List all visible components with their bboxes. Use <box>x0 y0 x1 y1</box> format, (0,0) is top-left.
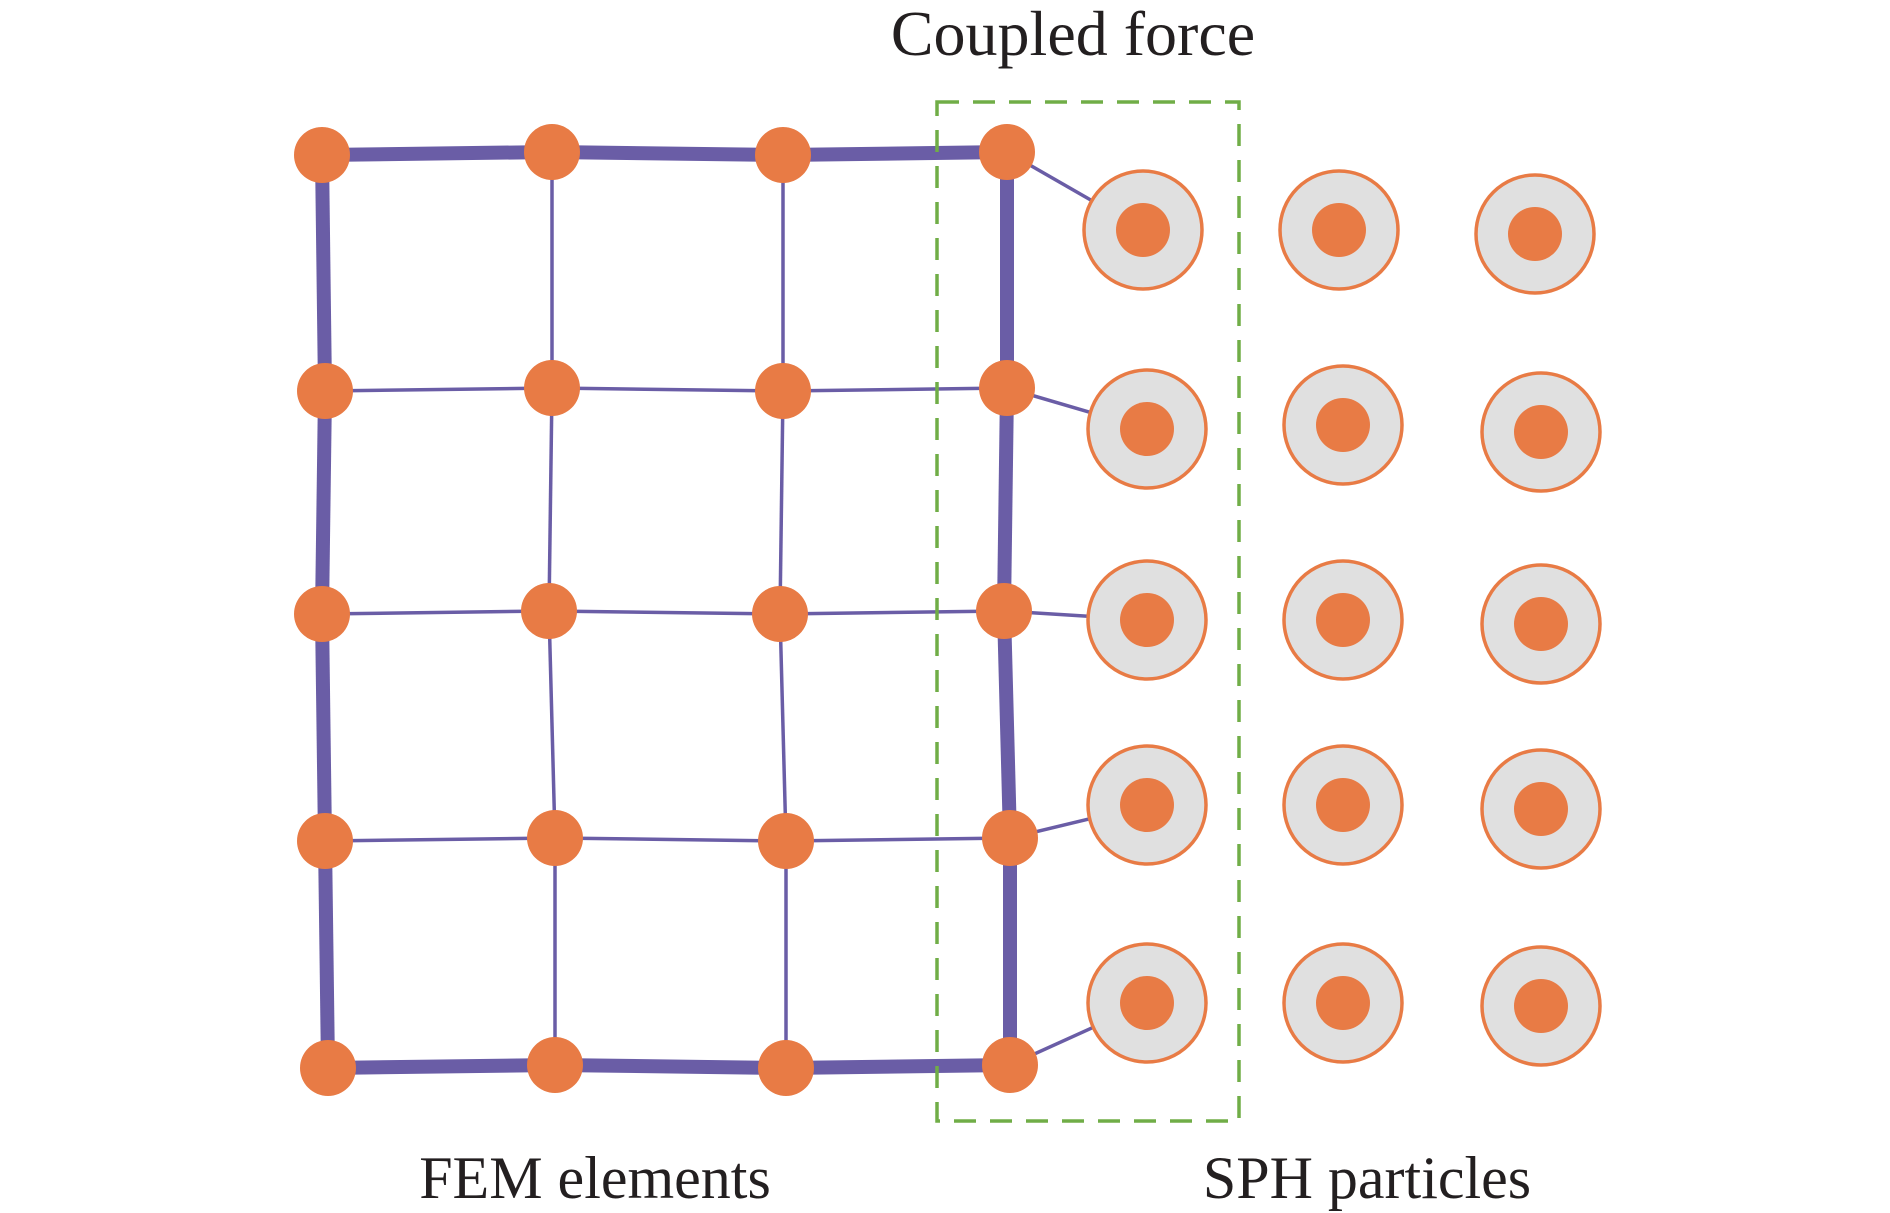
sph-particle <box>1282 364 1404 486</box>
sph-particle <box>1282 744 1404 866</box>
mesh-edge-horizontal <box>551 386 784 393</box>
mesh-edge-horizontal <box>554 836 787 843</box>
sph-particle <box>1282 942 1404 1064</box>
sph-particle-core <box>1316 593 1370 647</box>
sph-particle-core <box>1316 778 1370 832</box>
fem-node <box>297 363 353 419</box>
fem-node-group <box>294 124 1038 1096</box>
fem-node <box>758 1040 814 1096</box>
mesh-edge-horizontal <box>321 145 553 162</box>
fem-node <box>294 586 350 642</box>
mesh-edge-horizontal <box>785 836 1011 843</box>
fem-node <box>752 586 808 642</box>
sph-particle <box>1474 173 1596 295</box>
fem-node <box>527 1037 583 1093</box>
sph-particle <box>1480 748 1602 870</box>
coupled-force-region <box>935 100 1241 1123</box>
mesh-edge-horizontal <box>554 1058 787 1075</box>
fem-node <box>976 583 1032 639</box>
fem-node <box>982 1037 1038 1093</box>
sph-particle <box>1480 371 1602 493</box>
mesh-edge-vertical <box>318 840 335 1069</box>
sph-particle <box>1086 744 1208 866</box>
sph-particle <box>1086 942 1208 1064</box>
fem-node <box>755 127 811 183</box>
sph-particle-core <box>1120 402 1174 456</box>
sph-particle-core <box>1514 979 1568 1033</box>
fem-node <box>294 127 350 183</box>
fem-node <box>982 810 1038 866</box>
mesh-edge-vertical <box>315 613 332 842</box>
fem-mesh-lines <box>315 145 1017 1075</box>
sph-particles-label: SPH particles <box>1203 1145 1531 1211</box>
mesh-edge-vertical <box>547 387 554 612</box>
sph-particle-core <box>1514 405 1568 459</box>
fem-node <box>979 124 1035 180</box>
sph-particle-core <box>1312 203 1366 257</box>
sph-particle-core <box>1116 203 1170 257</box>
mesh-edge-horizontal <box>779 609 1005 616</box>
mesh-edge-horizontal <box>548 609 781 616</box>
mesh-edge-vertical <box>315 390 332 615</box>
fem-node <box>527 810 583 866</box>
mesh-edge-vertical <box>778 390 785 615</box>
fem-node <box>297 813 353 869</box>
sph-particle <box>1480 563 1602 685</box>
mesh-edge-horizontal <box>785 1058 1011 1075</box>
fem-node <box>755 363 811 419</box>
fem-node <box>300 1040 356 1096</box>
mesh-edge-horizontal <box>782 386 1008 393</box>
sph-particle <box>1086 559 1208 681</box>
sph-particle-core <box>1316 398 1370 452</box>
mesh-edge-vertical <box>778 613 788 842</box>
sph-particle <box>1480 945 1602 1067</box>
fem-node <box>758 813 814 869</box>
mesh-edge-horizontal <box>324 836 556 843</box>
sph-particle-core <box>1120 976 1174 1030</box>
sph-particle-core <box>1316 976 1370 1030</box>
sph-particle-core <box>1514 597 1568 651</box>
fem-node <box>521 583 577 639</box>
mesh-edge-vertical <box>997 610 1017 839</box>
sph-particle <box>1086 368 1208 490</box>
coupled-force-label: Coupled force <box>891 0 1255 69</box>
sph-particle-core <box>1514 782 1568 836</box>
fem-node <box>979 360 1035 416</box>
sph-particle-core <box>1120 778 1174 832</box>
sph-particle-core <box>1120 593 1174 647</box>
sph-particle-group <box>1082 169 1602 1067</box>
mesh-edge-vertical <box>547 610 557 839</box>
mesh-edge-horizontal <box>324 386 553 393</box>
mesh-edge-vertical <box>315 154 332 392</box>
mesh-edge-vertical <box>997 387 1014 612</box>
mesh-edge-horizontal <box>551 145 784 162</box>
sph-particle <box>1082 169 1204 291</box>
mesh-edge-horizontal <box>321 609 550 616</box>
sph-particle <box>1278 169 1400 291</box>
mesh-edge-horizontal <box>782 145 1008 162</box>
fem-elements-label: FEM elements <box>419 1145 771 1211</box>
fem-node <box>524 124 580 180</box>
fem-node <box>524 360 580 416</box>
sph-particle-core <box>1508 207 1562 261</box>
sph-particle <box>1282 559 1404 681</box>
mesh-edge-horizontal <box>327 1058 556 1075</box>
